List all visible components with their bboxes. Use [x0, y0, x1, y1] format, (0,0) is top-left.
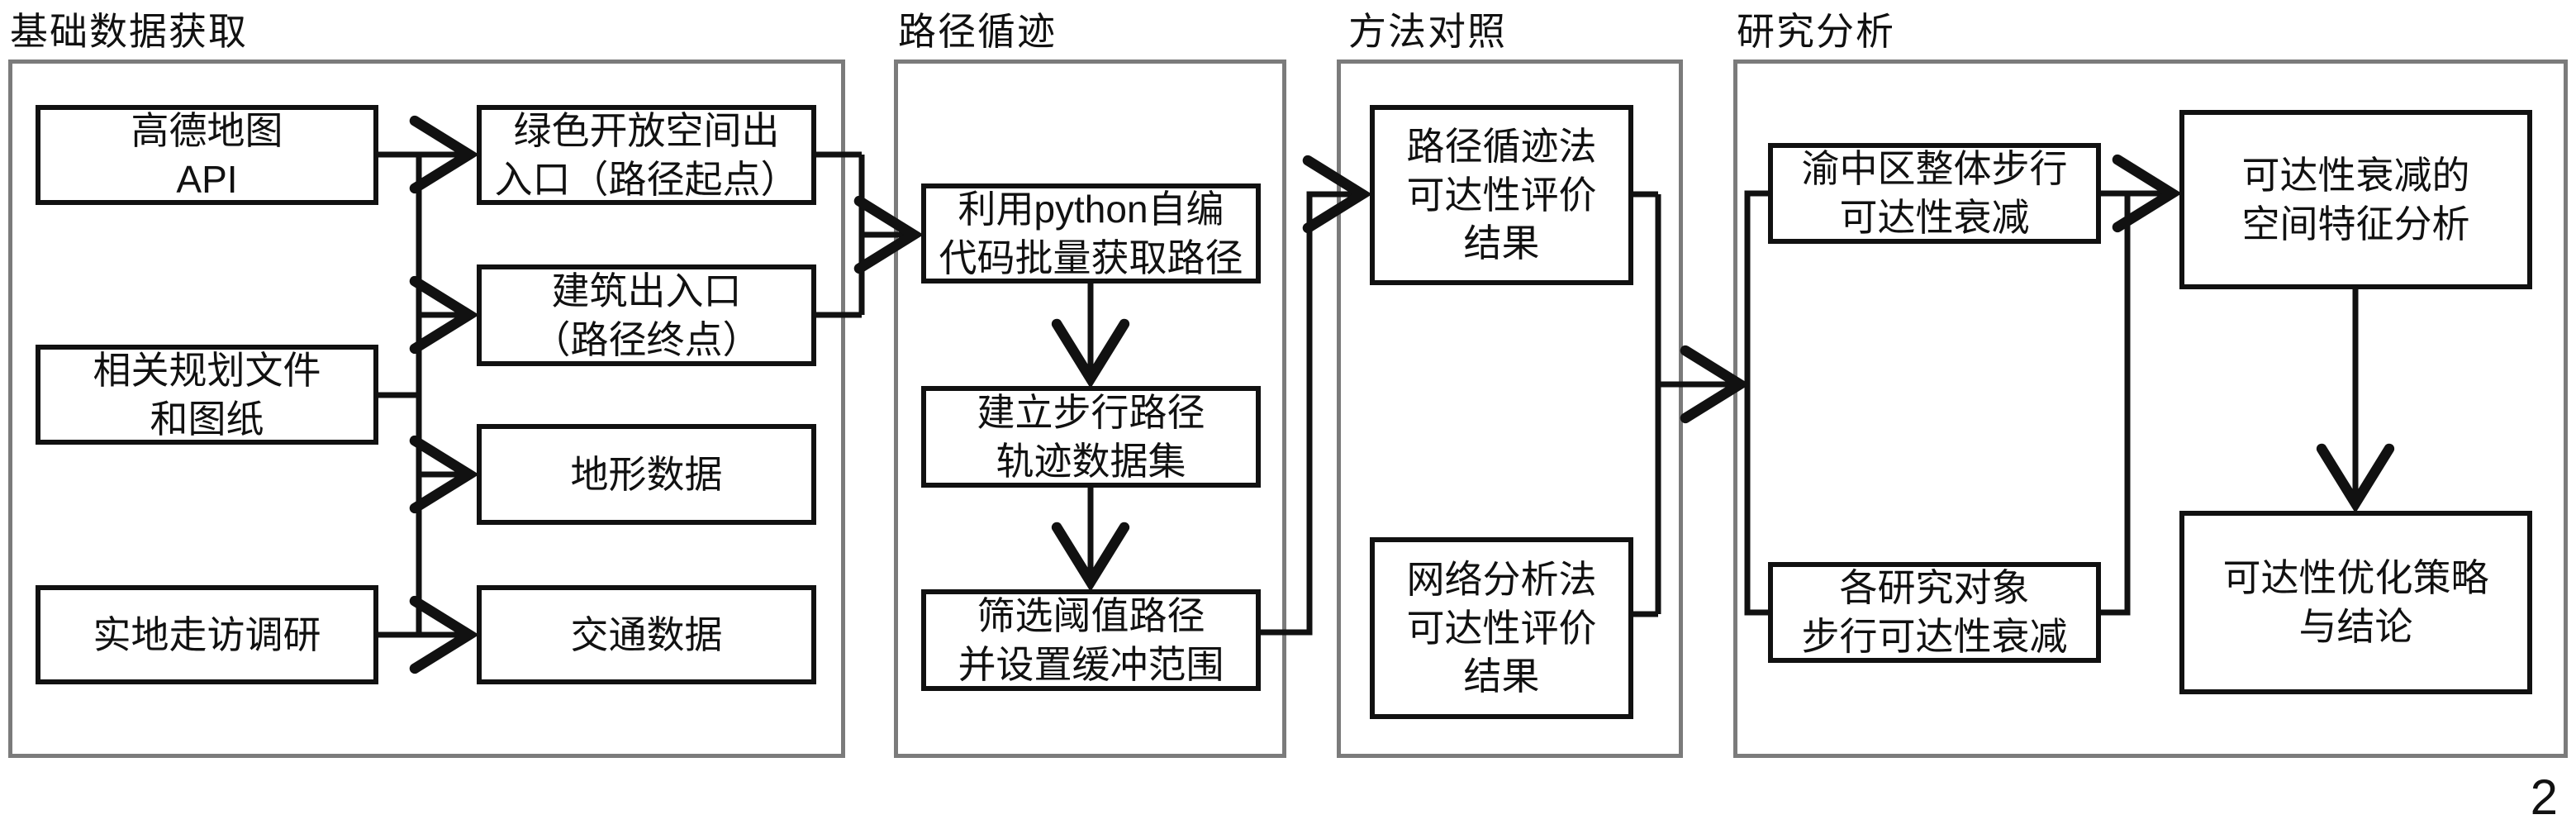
node-tracing-method-result: 路径循迹法 可达性评价 结果: [1370, 105, 1633, 285]
edge-branch-to-object-decay: [2101, 193, 2131, 616]
node-gaode-map-api: 高德地图 API: [36, 105, 378, 205]
edge-spine-s4: [1744, 190, 1768, 616]
page-number: 2: [2530, 769, 2558, 825]
node-spatial-feature-analysis: 可达性衰减的 空间特征分析: [2179, 110, 2532, 289]
node-threshold-buffer: 筛选阈值路径 并设置缓冲范围: [921, 589, 1261, 691]
section-basic-data: [8, 60, 845, 758]
section-title-path-tracing: 路径循迹: [898, 10, 1057, 53]
node-terrain-data: 地形数据: [477, 424, 816, 525]
section-path-tracing: [894, 60, 1286, 758]
node-object-walking-decay: 各研究对象 步行可达性衰减: [1768, 562, 2101, 663]
node-traffic-data: 交通数据: [477, 585, 816, 684]
node-optimization-conclusion: 可达性优化策略 与结论: [2179, 511, 2532, 694]
section-title-method-compare: 方法对照: [1348, 10, 1507, 53]
section-title-basic-data: 基础数据获取: [10, 10, 248, 53]
node-yuzhong-overall-decay: 渝中区整体步行 可达性衰减: [1768, 143, 2101, 244]
node-walking-track-dataset: 建立步行路径 轨迹数据集: [921, 386, 1261, 488]
node-python-batch-routes: 利用python自编 代码批量获取路径: [921, 183, 1261, 283]
node-building-entrance: 建筑出入口 （路径终点）: [477, 264, 816, 366]
node-field-survey: 实地走访调研: [36, 585, 378, 684]
node-green-space-entrance: 绿色开放空间出 入口（路径起点）: [477, 105, 816, 205]
node-planning-documents: 相关规划文件 和图纸: [36, 345, 378, 445]
node-network-method-result: 网络分析法 可达性评价 结果: [1370, 537, 1633, 719]
section-title-research-analysis: 研究分析: [1737, 10, 1895, 53]
edge-threshold-to-tracing-result: [1261, 155, 1372, 636]
